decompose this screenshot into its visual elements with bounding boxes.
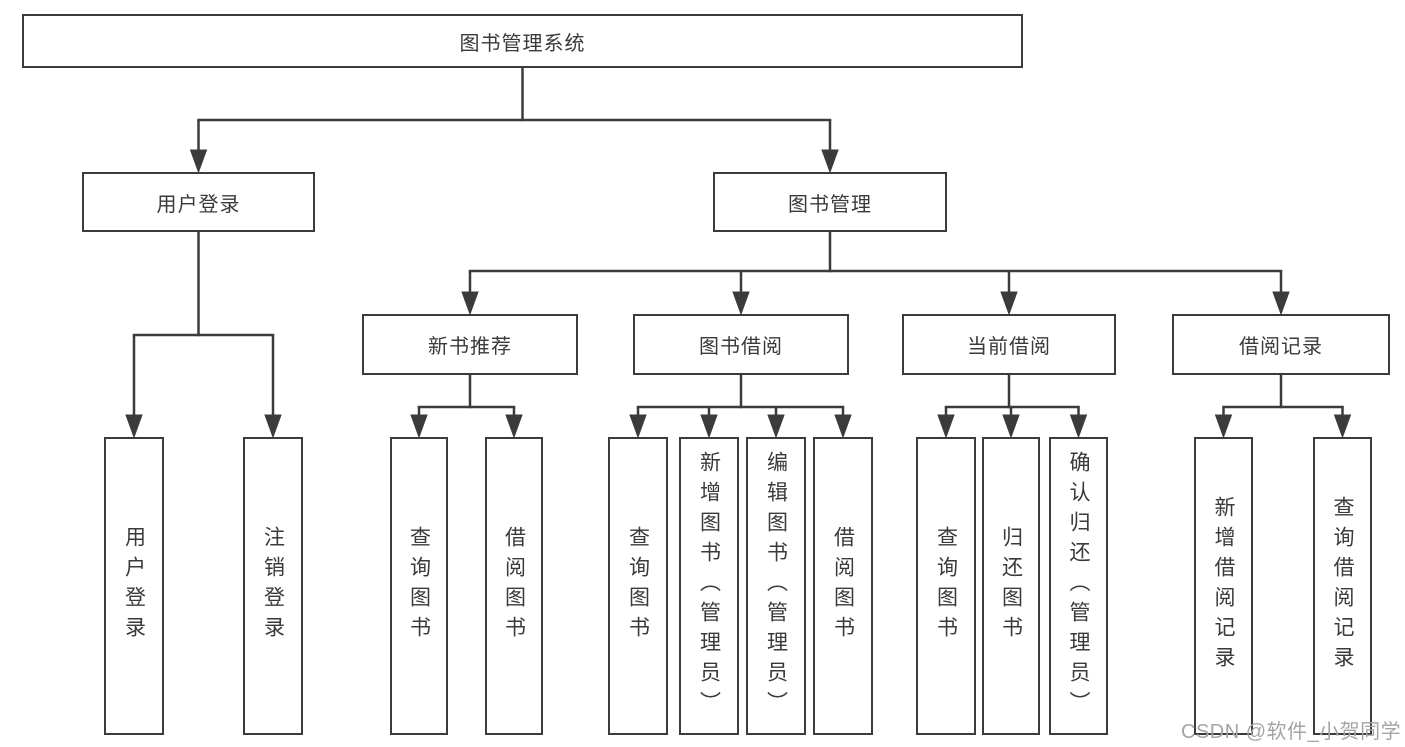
- node-label: 新书推荐: [428, 336, 512, 358]
- connector-root-to-level1: [189, 68, 839, 174]
- arrowhead-down-icon: [732, 291, 750, 316]
- node-user-login: 用户登录: [82, 172, 315, 232]
- arrowhead-down-icon: [700, 414, 718, 439]
- leaf-current-query-books: 查询图书: [916, 437, 976, 735]
- leaf-borrowing-edit-books-admin: 编辑图书（管理员）: [746, 437, 806, 735]
- node-label: 新增借阅记录: [1212, 496, 1235, 676]
- node-borrowing-records: 借阅记录: [1172, 314, 1390, 375]
- arrowhead-down-icon: [189, 149, 208, 174]
- connector-borrowing-records-to-leaves: [1214, 375, 1352, 439]
- arrowhead-down-icon: [1002, 414, 1020, 439]
- arrowhead-down-icon: [1069, 414, 1088, 439]
- leaf-records-query-record: 查询借阅记录: [1313, 437, 1372, 735]
- arrowhead-down-icon: [125, 414, 143, 439]
- arrowhead-down-icon: [1333, 414, 1352, 439]
- connector-book-management-to-level2: [461, 232, 1290, 316]
- arrowhead-down-icon: [1214, 414, 1233, 439]
- connector-current-borrowing-to-leaves: [937, 375, 1088, 439]
- node-label: 图书借阅: [699, 336, 783, 358]
- node-label: 用户登录: [122, 526, 146, 646]
- node-label: 借阅记录: [1239, 336, 1323, 358]
- arrowhead-down-icon: [937, 414, 955, 439]
- node-label: 当前借阅: [967, 336, 1051, 358]
- node-label: 确认归还（管理员）: [1067, 451, 1090, 721]
- leaf-newrec-query-books: 查询图书: [390, 437, 448, 735]
- node-book-borrowing: 图书借阅: [633, 314, 849, 375]
- arrowhead-down-icon: [410, 414, 428, 439]
- node-label: 注销登录: [261, 526, 285, 646]
- leaf-newrec-borrow-books: 借阅图书: [485, 437, 543, 735]
- node-book-management: 图书管理: [713, 172, 947, 232]
- arrowhead-down-icon: [264, 414, 282, 439]
- leaf-records-add-record: 新增借阅记录: [1194, 437, 1253, 735]
- node-new-book-recommendation: 新书推荐: [362, 314, 578, 375]
- node-label: 图书管理系统: [459, 32, 586, 55]
- node-label: 查询图书: [934, 526, 958, 646]
- node-current-borrowing: 当前借阅: [902, 314, 1116, 375]
- connector-book-borrowing-to-leaves: [629, 375, 852, 439]
- node-label: 图书管理: [788, 193, 872, 216]
- node-label: 归还图书: [999, 526, 1023, 646]
- leaf-current-confirm-return-admin: 确认归还（管理员）: [1049, 437, 1108, 735]
- arrowhead-down-icon: [834, 414, 852, 439]
- node-label: 用户登录: [156, 193, 241, 216]
- arrowhead-down-icon: [1272, 291, 1290, 316]
- arrowhead-down-icon: [629, 414, 647, 439]
- leaf-borrowing-add-books-admin: 新增图书（管理员）: [679, 437, 739, 735]
- leaf-current-return-books: 归还图书: [982, 437, 1040, 735]
- connector-user-login-to-leaves: [125, 232, 282, 439]
- arrowhead-down-icon: [505, 414, 523, 439]
- arrowhead-down-icon: [767, 414, 785, 439]
- leaf-borrowing-query-books: 查询图书: [608, 437, 668, 735]
- leaf-borrowing-borrow-books: 借阅图书: [813, 437, 873, 735]
- leaf-user-login: 用户登录: [104, 437, 164, 735]
- node-label: 借阅图书: [502, 526, 526, 646]
- node-label: 编辑图书（管理员）: [764, 451, 788, 721]
- node-label: 新增图书（管理员）: [697, 451, 721, 721]
- node-label: 查询图书: [407, 526, 431, 646]
- node-label: 查询图书: [626, 526, 650, 646]
- node-label: 查询借阅记录: [1331, 496, 1354, 676]
- arrowhead-down-icon: [1000, 291, 1018, 316]
- leaf-logout: 注销登录: [243, 437, 303, 735]
- arrowhead-down-icon: [821, 149, 839, 174]
- connector-new-book-to-leaves: [410, 375, 523, 439]
- csdn-watermark: CSDN @软件_小贺同学: [1181, 721, 1402, 743]
- arrowhead-down-icon: [461, 291, 479, 316]
- node-library-management-system: 图书管理系统: [22, 14, 1023, 68]
- node-label: 借阅图书: [831, 526, 855, 646]
